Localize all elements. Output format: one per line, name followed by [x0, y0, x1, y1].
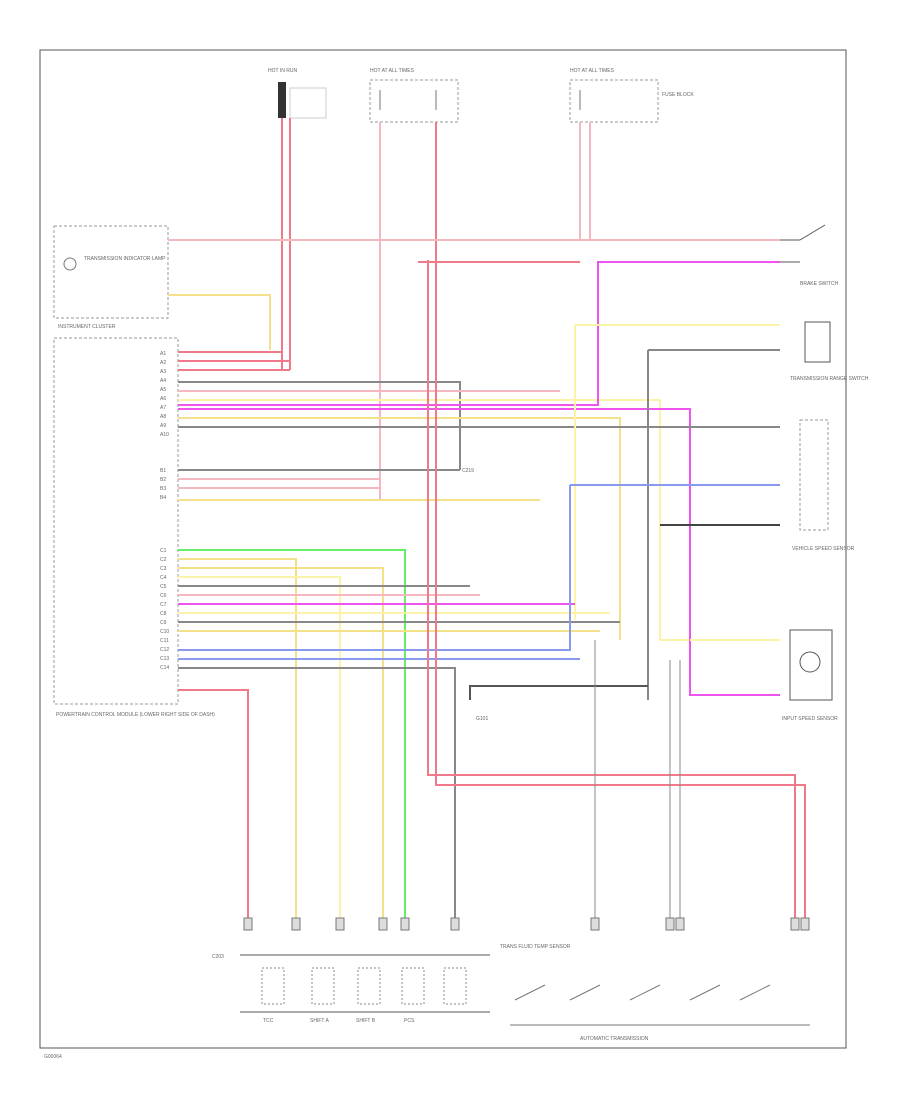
- svg-text:A3: A3: [160, 369, 166, 375]
- svg-text:A4: A4: [160, 378, 166, 384]
- label-pcs: PCS: [404, 1018, 415, 1024]
- wire-ground: [469, 685, 648, 700]
- svg-text:A8: A8: [160, 414, 166, 420]
- pcm-box: [53, 337, 179, 705]
- pcm-pin-labels: A1 A2 A3 A4 A5 A6 A7 A8 A9 A10 B1 B2 B3 …: [160, 351, 169, 671]
- wire-a7: [178, 408, 780, 696]
- svg-text:C4: C4: [160, 575, 167, 581]
- svg-text:B3: B3: [160, 486, 166, 492]
- trs-box: [804, 321, 831, 363]
- label-hot-at-all-times-2: HOT AT ALL TIMES: [570, 68, 615, 74]
- solenoid-boxes: [261, 967, 467, 1005]
- label-trs: TRANSMISSION RANGE SWITCH: [790, 376, 869, 382]
- svg-text:C1: C1: [160, 548, 167, 554]
- svg-text:A2: A2: [160, 360, 166, 366]
- svg-text:C3: C3: [160, 566, 167, 572]
- wire-a6: [178, 399, 690, 641]
- svg-text:A6: A6: [160, 396, 166, 402]
- wire-c3: [178, 567, 384, 925]
- svg-text:C13: C13: [160, 656, 169, 662]
- wire-c2: [178, 558, 297, 925]
- label-g101: G101: [476, 716, 488, 722]
- svg-text:A7: A7: [160, 405, 166, 411]
- indicator-lamp-icon: [63, 257, 77, 271]
- label-pcm: POWERTRAIN CONTROL MODULE (LOWER RIGHT S…: [56, 712, 215, 718]
- label-transmission: AUTOMATIC TRANSMISSION: [580, 1036, 649, 1042]
- bottom-connectors: [243, 917, 810, 931]
- fuse-details: [289, 87, 581, 119]
- fuse-block-1: [369, 79, 459, 123]
- wire-a4: [178, 381, 461, 470]
- wire-brake-signal: [178, 261, 780, 406]
- svg-text:C10: C10: [160, 629, 169, 635]
- svg-text:C9: C9: [160, 620, 167, 626]
- svg-text:C5: C5: [160, 584, 167, 590]
- footer-code: G00064: [44, 1054, 62, 1060]
- label-tcc: TCC: [263, 1018, 274, 1024]
- label-hot-at-all-times-1: HOT AT ALL TIMES: [370, 68, 415, 74]
- wire-a8: [178, 417, 621, 640]
- wire-red-long-2: [435, 262, 806, 925]
- fuse-block-2: [569, 79, 659, 123]
- vss-box: [799, 419, 829, 531]
- label-instrument-cluster: INSTRUMENT CLUSTER: [58, 324, 116, 330]
- label-trans-fluid-temp: TRANS FLUID TEMP SENSOR: [500, 944, 571, 950]
- wire-c1: [178, 549, 406, 925]
- svg-text:A5: A5: [160, 387, 166, 393]
- label-hot-in-run: HOT IN RUN: [268, 68, 297, 74]
- svg-text:C6: C6: [160, 593, 167, 599]
- label-vss: VEHICLE SPEED SENSOR: [792, 546, 855, 552]
- wire-cluster-to-pcm: [168, 294, 271, 350]
- label-c203: C203: [212, 954, 224, 960]
- svg-text:C8: C8: [160, 611, 167, 617]
- wire-c4: [178, 576, 341, 925]
- svg-text:A10: A10: [160, 432, 169, 438]
- svg-text:C11: C11: [160, 638, 169, 644]
- transmission-switch-bank: [510, 984, 810, 1026]
- label-c219: C219: [462, 468, 474, 474]
- label-iss: INPUT SPEED SENSOR: [782, 716, 838, 722]
- svg-text:A9: A9: [160, 423, 166, 429]
- label-indicator-lamp: TRANSMISSION INDICATOR LAMP: [84, 256, 166, 262]
- svg-text:C14: C14: [160, 665, 169, 671]
- svg-text:C2: C2: [160, 557, 167, 563]
- svg-text:B4: B4: [160, 495, 166, 501]
- wire-c14: [178, 689, 249, 925]
- wire-c11: [178, 485, 571, 651]
- instrument-cluster-box: [53, 225, 169, 319]
- iss-box: [789, 629, 833, 701]
- wire-c13: [178, 667, 456, 925]
- iss-sensor-icon: [799, 651, 821, 673]
- brake-switch: [780, 224, 826, 263]
- svg-text:C7: C7: [160, 602, 167, 608]
- svg-text:A1: A1: [160, 351, 166, 357]
- label-shift-b: SHIFT B: [356, 1018, 376, 1024]
- svg-text:C12: C12: [160, 647, 169, 653]
- label-fuse-block: FUSE BLOCK: [662, 92, 694, 98]
- wire-red-long-1: [427, 260, 796, 925]
- label-shift-a: SHIFT A: [310, 1018, 329, 1024]
- svg-text:B1: B1: [160, 468, 166, 474]
- diagram-frame: [39, 49, 847, 1049]
- label-brake-switch: BRAKE SWITCH: [800, 281, 838, 287]
- ignition-fuse: [278, 82, 286, 118]
- svg-text:B2: B2: [160, 477, 166, 483]
